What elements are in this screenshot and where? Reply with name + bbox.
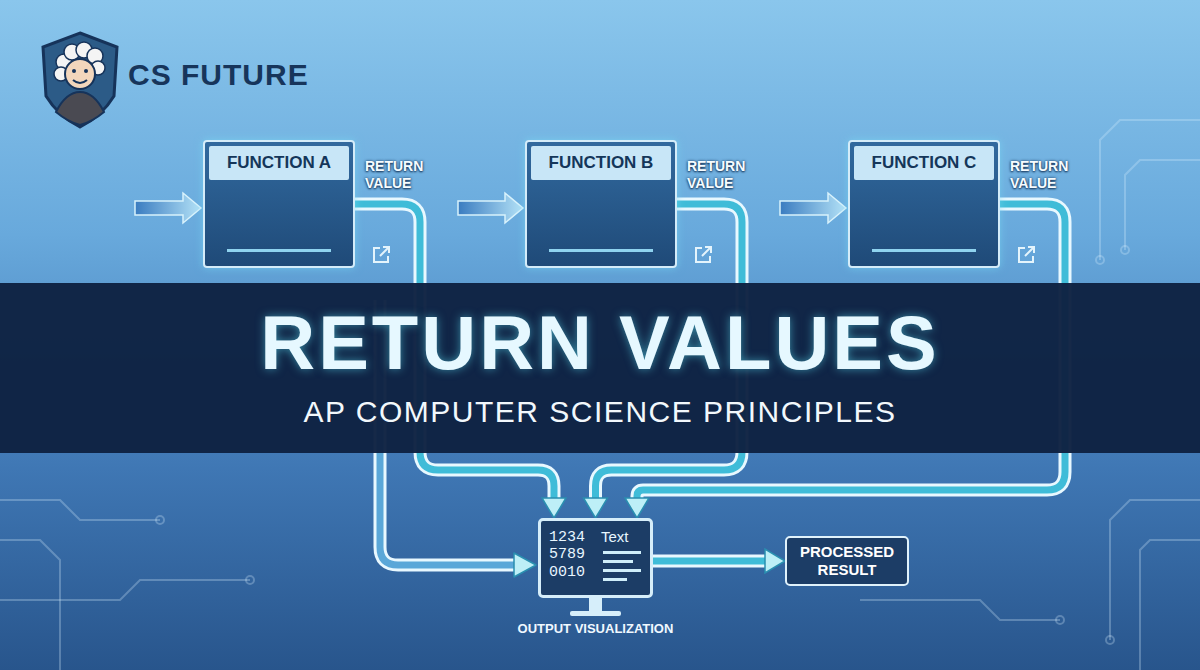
screen-line <box>603 560 633 563</box>
logo-shield <box>43 33 117 127</box>
underline-bar <box>872 249 976 252</box>
function-name: FUNCTION C <box>854 146 994 180</box>
underline-bar <box>227 249 331 252</box>
monitor-caption: OUTPUT VISUALIZATION <box>518 621 674 636</box>
arrowhead <box>765 549 785 573</box>
return-label: RETURN VALUE <box>1010 158 1082 192</box>
arrowhead <box>542 498 566 518</box>
underline-bar <box>549 249 653 252</box>
function-box: FUNCTION C <box>848 140 1000 268</box>
screen-line <box>603 578 627 581</box>
circuit-traces <box>0 120 1200 670</box>
return-label: RETURN VALUE <box>365 158 437 192</box>
screen-line <box>603 551 641 554</box>
return-label: RETURN VALUE <box>687 158 759 192</box>
pipe-outline <box>653 555 769 568</box>
screen-text: Text <box>601 528 629 545</box>
function-name: FUNCTION B <box>531 146 671 180</box>
brand-name: CS FUTURE <box>128 58 309 92</box>
function-box: FUNCTION A <box>203 140 355 268</box>
subtitle: AP COMPUTER SCIENCE PRINCIPLES <box>0 395 1200 428</box>
pipe-core <box>653 558 769 565</box>
result-text: PROCESSED RESULT <box>799 543 895 579</box>
function-box: FUNCTION B <box>525 140 677 268</box>
main-title: RETURN VALUES <box>0 283 1200 383</box>
function-name: FUNCTION A <box>209 146 349 180</box>
return-connector <box>653 549 785 573</box>
output-monitor: 1234 5789 0010TextOUTPUT VISUALIZATION <box>538 518 653 598</box>
title-banner: RETURN VALUES AP COMPUTER SCIENCE PRINCIP… <box>0 283 1200 453</box>
screen-numbers: 1234 5789 0010 <box>549 529 588 581</box>
arrowhead <box>625 498 649 518</box>
screen-line <box>603 569 641 572</box>
result-box: PROCESSED RESULT <box>785 536 909 586</box>
arrowhead <box>584 498 608 518</box>
monitor-stand <box>570 598 621 616</box>
